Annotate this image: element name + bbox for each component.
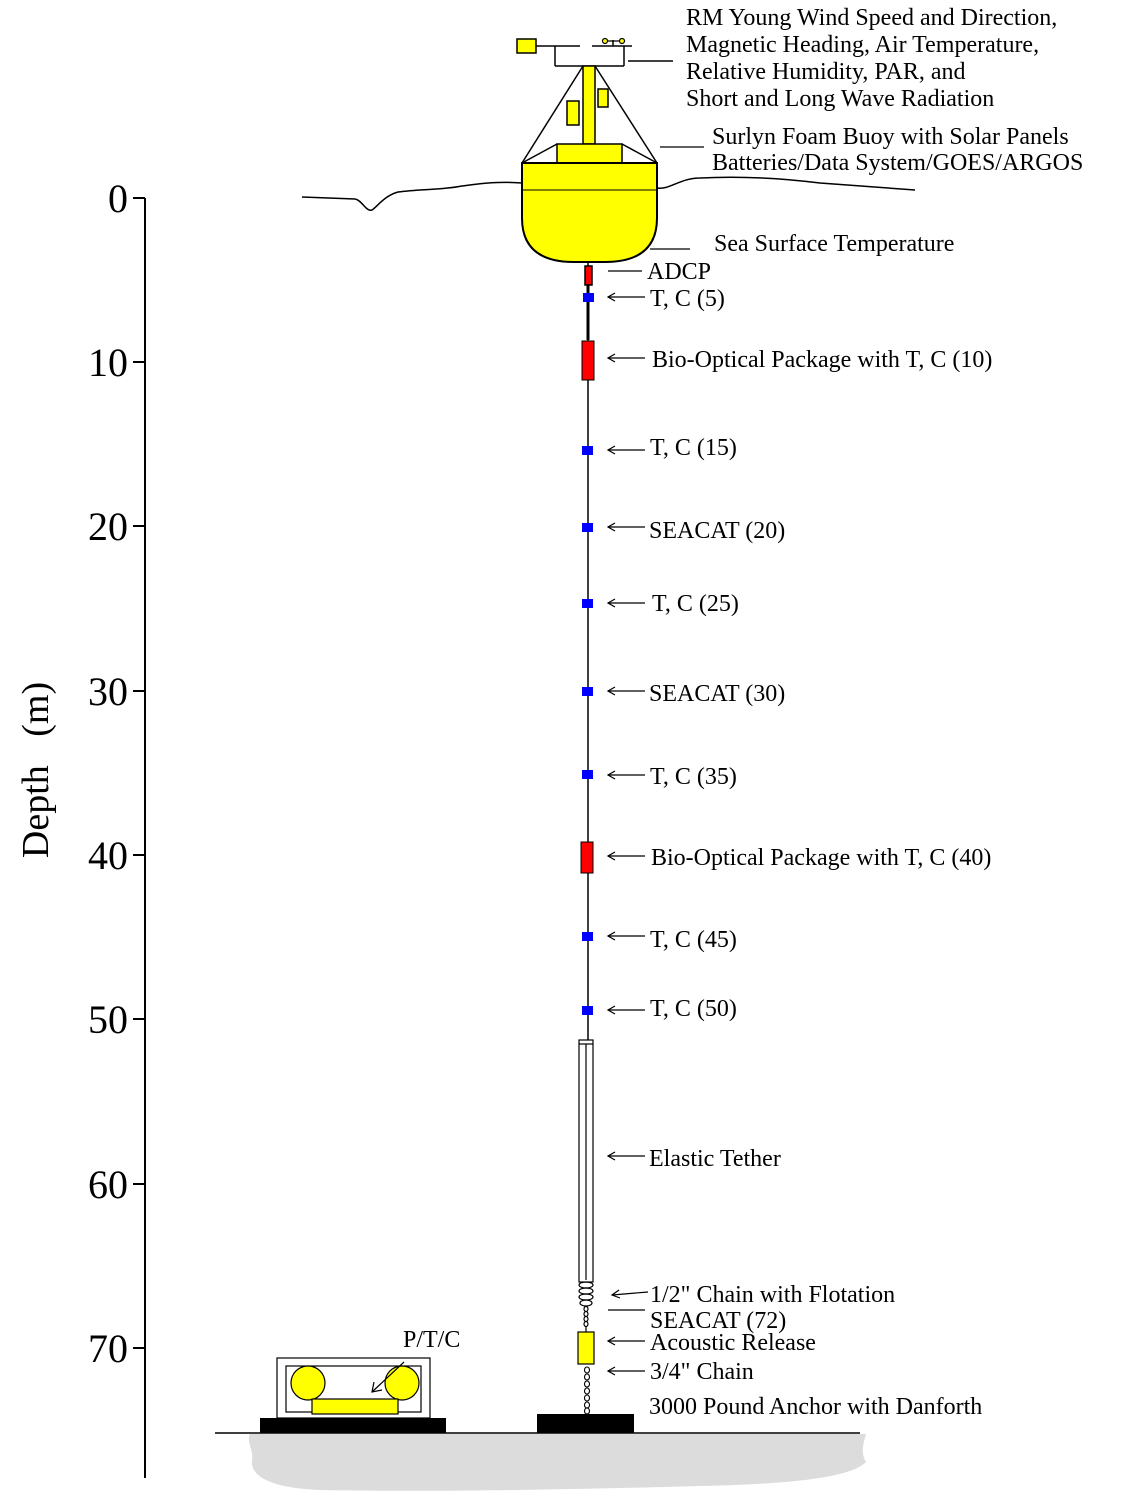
met-sensors-label-3: Relative Humidity, PAR, and	[686, 59, 966, 85]
acoustic-release	[577, 1331, 595, 1365]
ptc-float-right	[384, 1365, 420, 1401]
callout-elastic: Elastic Tether	[649, 1146, 781, 1172]
bio-optical-10	[581, 340, 595, 381]
arrow-seacat20	[606, 522, 645, 532]
callout-bio40: Bio-Optical Package with T, C (40)	[651, 845, 991, 871]
top-labels: RM Young Wind Speed and Direction, Magne…	[686, 5, 1083, 257]
buoy-hull	[521, 162, 658, 263]
callout-adcp: ADCP	[647, 259, 711, 285]
arrow-seacat30	[606, 686, 645, 696]
buoy-tower-base	[556, 143, 623, 164]
sea-surface-line	[301, 176, 916, 211]
arrow-tc45	[606, 931, 645, 941]
ct-sensor-5	[583, 293, 594, 302]
met-sensors-label-2: Magnetic Heading, Air Temperature,	[686, 32, 1039, 58]
arrow-leaders	[606, 292, 649, 1376]
arrow-chain-half	[610, 1289, 649, 1299]
bio-optical-40	[580, 841, 594, 874]
callout-seacat20: SEACAT (20)	[649, 518, 785, 544]
arrow-tc15	[606, 445, 645, 455]
callout-release: Acoustic Release	[650, 1330, 816, 1356]
callout-seacat72: SEACAT (72)	[650, 1308, 786, 1334]
tick-labels: 0 10 20 30 40 50 60 70	[88, 176, 128, 1371]
callout-chain-half: 1/2" Chain with Flotation	[650, 1282, 895, 1308]
tick-label-10: 10	[88, 340, 128, 385]
wind-sensor-icon	[516, 38, 537, 54]
callout-tc45: T, C (45)	[650, 927, 737, 953]
arrow-bio10	[606, 353, 645, 363]
tick-label-30: 30	[88, 669, 128, 714]
callout-bio10: Bio-Optical Package with T, C (10)	[652, 347, 992, 373]
solar-panel-left	[566, 100, 580, 126]
buoy-label-1: Surlyn Foam Buoy with Solar Panels	[712, 124, 1069, 150]
tick-label-60: 60	[88, 1162, 128, 1207]
top-leader-lines	[650, 146, 704, 250]
tick-label-0: 0	[108, 176, 128, 221]
solar-panel-right	[597, 88, 609, 108]
buoy-mast	[582, 65, 596, 145]
arrow-bio40	[606, 851, 645, 861]
arrow-tc50	[606, 1005, 645, 1015]
ct-sensor-15	[582, 446, 593, 455]
ptc-frame	[276, 1357, 431, 1419]
callout-tc35: T, C (35)	[650, 764, 737, 790]
anchor-chain	[583, 1366, 591, 1415]
depth-axis	[133, 197, 146, 1478]
seafloor	[248, 1434, 866, 1491]
callout-anchor: 3000 Pound Anchor with Danforth	[649, 1394, 982, 1420]
ptc-arrow	[371, 1361, 405, 1393]
tick-label-50: 50	[88, 997, 128, 1042]
callout-tc15: T, C (15)	[650, 435, 737, 461]
met-sensors-label-1: RM Young Wind Speed and Direction,	[686, 5, 1057, 31]
sst-label: Sea Surface Temperature	[714, 231, 954, 257]
seacat-20	[582, 523, 593, 532]
anemometer-icon	[601, 37, 626, 45]
axis-title: Depth (m)	[15, 682, 57, 858]
arrow-tc35	[606, 770, 645, 780]
plain-leaders	[608, 270, 645, 1311]
tick-label-20: 20	[88, 504, 128, 549]
callout-ptc: P/T/C	[403, 1327, 460, 1353]
ptc-sensor	[311, 1398, 399, 1415]
ptc-float-left	[290, 1365, 326, 1401]
callout-seacat30: SEACAT (30)	[649, 681, 785, 707]
callout-labels: ADCP T, C (5) Bio-Optical Package with T…	[403, 259, 992, 1420]
arrow-elastic	[606, 1151, 645, 1161]
buoy-label-2: Batteries/Data System/GOES/ARGOS	[712, 150, 1083, 176]
flotation-chain	[578, 1281, 594, 1332]
ct-sensor-35	[582, 770, 593, 779]
arrow-tc5	[606, 292, 645, 302]
anchor-block	[537, 1414, 634, 1433]
adcp-instrument	[584, 265, 593, 286]
arrow-chain-34	[606, 1366, 645, 1376]
callout-chain-34: 3/4" Chain	[650, 1359, 754, 1385]
ct-sensor-50	[582, 1006, 593, 1015]
seacat-30	[582, 687, 593, 696]
tick-label-40: 40	[88, 833, 128, 878]
tick-label-70: 70	[88, 1326, 128, 1371]
callout-tc25: T, C (25)	[652, 591, 739, 617]
callout-tc50: T, C (50)	[650, 996, 737, 1022]
elastic-tether	[578, 1039, 594, 1283]
callout-tc5: T, C (5)	[650, 286, 725, 312]
ct-sensor-45	[582, 932, 593, 941]
met-sensors-label-4: Short and Long Wave Radiation	[686, 86, 994, 112]
ct-sensor-25	[582, 599, 593, 608]
arrow-release	[606, 1336, 645, 1346]
arrow-tc25	[606, 598, 645, 608]
ptc-base	[260, 1418, 446, 1433]
